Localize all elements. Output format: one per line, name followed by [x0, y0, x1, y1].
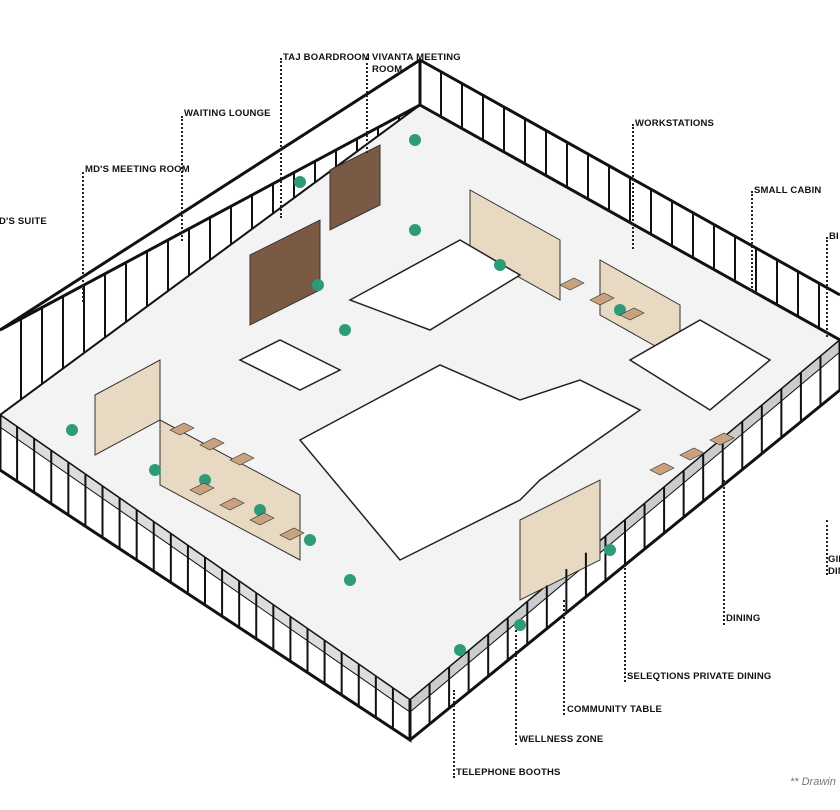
leader-line — [82, 172, 84, 302]
leader-line — [632, 124, 634, 249]
desk — [229, 452, 255, 466]
desk — [559, 277, 585, 291]
leader-line — [563, 600, 565, 715]
plant-icon — [454, 644, 466, 656]
leader-line — [826, 520, 828, 575]
label-seleqtions-private-dining: SELEQTIONS PRIVATE DINING — [627, 671, 772, 682]
label-vivanta-meeting-room: VIVANTA MEETING ROOM — [372, 52, 461, 76]
leader-line — [515, 630, 517, 745]
plant-icon — [339, 324, 351, 336]
drawing-footnote: ** Drawin — [790, 776, 836, 788]
plant-icon — [514, 619, 526, 631]
desk — [589, 292, 615, 306]
desk — [709, 432, 735, 446]
plant-icon — [66, 424, 78, 436]
desk — [219, 497, 245, 511]
plant-icon — [604, 544, 616, 556]
leader-line — [366, 58, 368, 153]
desk — [189, 482, 215, 496]
plant-icon — [409, 134, 421, 146]
desk — [279, 527, 305, 541]
label-line: GIN — [828, 554, 840, 565]
plant-icon — [312, 279, 324, 291]
label-dining: DINING — [726, 613, 761, 624]
label-line: VIVANTA MEETING — [372, 52, 461, 63]
label-telephone-booths: TELEPHONE BOOTHS — [456, 767, 561, 778]
desk — [679, 447, 705, 461]
label-workstations: WORKSTATIONS — [635, 118, 715, 129]
partitions — [94, 144, 681, 601]
label-line: ROOM — [372, 64, 403, 75]
plant-icon — [199, 474, 211, 486]
plant-icon — [344, 574, 356, 586]
desk — [619, 307, 645, 321]
label-line: DIN — [828, 566, 840, 577]
label-bi-cut: BI — [829, 231, 839, 242]
plant-icon — [149, 464, 161, 476]
courtyard-voids — [238, 239, 772, 561]
front-mullions — [16, 356, 822, 729]
plant-icon — [494, 259, 506, 271]
plants — [66, 134, 626, 656]
leader-line — [453, 690, 455, 778]
back-mullions — [20, 71, 820, 400]
label-waiting-lounge: WAITING LOUNGE — [184, 108, 271, 119]
leader-line — [181, 116, 183, 241]
desk — [169, 422, 195, 436]
plant-icon — [254, 504, 266, 516]
desk — [249, 512, 275, 526]
leader-line — [751, 191, 753, 291]
label-small-cabin: SMALL CABIN — [754, 185, 822, 196]
workstation-desks — [169, 277, 735, 541]
label-taj-boardroom: TAJ BOARDROOM — [283, 52, 370, 63]
plant-icon — [304, 534, 316, 546]
plant-icon — [614, 304, 626, 316]
label-wellness-zone: WELLNESS ZONE — [519, 734, 604, 745]
leader-line — [280, 58, 282, 218]
desk — [649, 462, 675, 476]
label-mds-meeting-room: MD'S MEETING ROOM — [85, 164, 190, 175]
label-community-table: COMMUNITY TABLE — [567, 704, 663, 715]
desk — [199, 437, 225, 451]
leader-line — [624, 565, 626, 682]
leader-line — [826, 237, 828, 337]
leader-line — [723, 480, 725, 625]
plant-icon — [294, 176, 306, 188]
plant-icon — [409, 224, 421, 236]
label-ds-suite: D'S SUITE — [0, 216, 47, 227]
label-gin-cut: GIN DIN — [828, 554, 840, 578]
